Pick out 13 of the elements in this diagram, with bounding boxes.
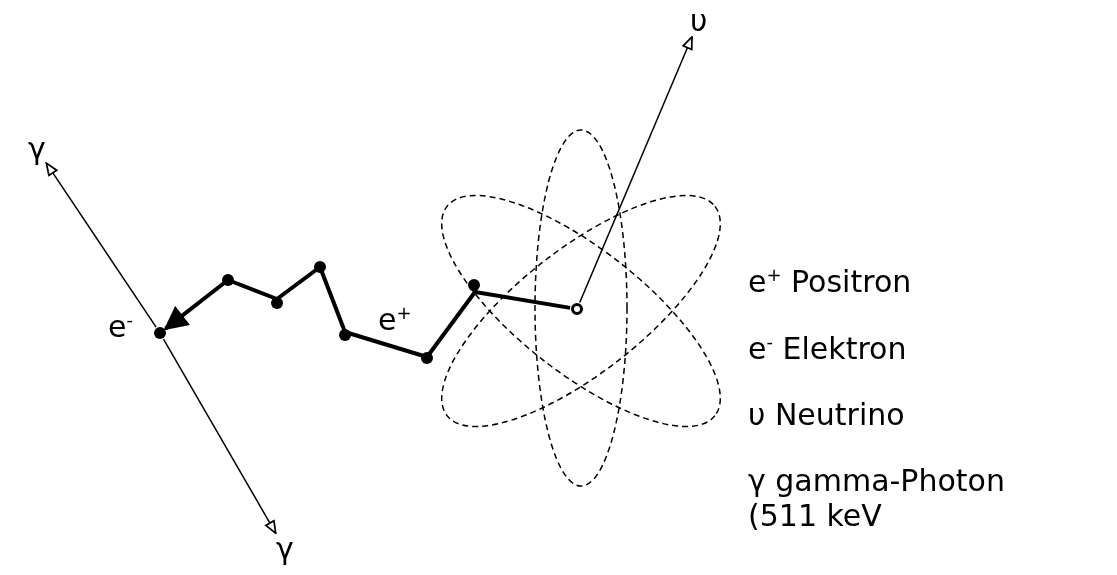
key-entry: υ Neutrino: [748, 398, 906, 433]
key-entry: e$^{-}$ Elektron: [748, 332, 908, 367]
particle-symbol: e$^{-}$: [108, 312, 133, 342]
photon-arrow: [45, 162, 157, 328]
key-entry: e$^{+}$ Positron: [748, 265, 913, 300]
particle-symbol: γ: [28, 134, 46, 164]
photon-arrow: [578, 36, 693, 304]
annihilation-point-dot: [154, 327, 166, 339]
decay-point-circle: [571, 303, 583, 315]
key-entry: γ gamma-Photon (511 keV: [748, 464, 1006, 533]
particle-symbol: υ: [690, 6, 708, 36]
photon-arrow: [162, 338, 277, 534]
particle-symbol: γ: [276, 534, 294, 564]
